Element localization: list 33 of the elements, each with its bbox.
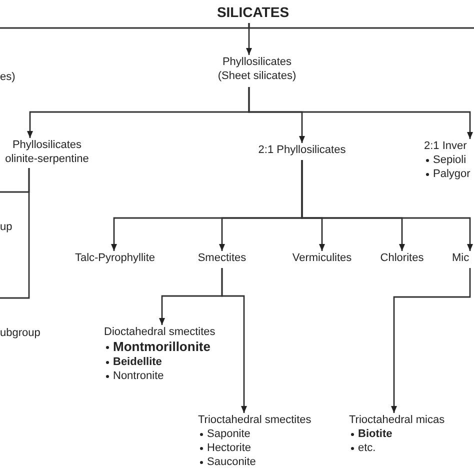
list-item: Saponite [207, 427, 250, 441]
list-item: Biotite [358, 427, 392, 441]
arrow [248, 87, 473, 139]
node-label: Phyllosilicates (Sheet silicates) [218, 56, 296, 82]
node-label: Talc-Pyrophyllite [74, 252, 156, 264]
list-item: Beidellite [113, 355, 162, 369]
list-item: etc. [358, 441, 376, 455]
node-label: es) [0, 70, 16, 84]
node-label: up [0, 220, 12, 234]
node-label: Smectites [198, 252, 246, 264]
list-item: Nontronite [113, 369, 164, 383]
node-label: Mic [452, 252, 470, 264]
list-item: Sepioli [433, 153, 466, 167]
node-label: Dioctahedral smectites [104, 326, 216, 338]
arrow [221, 268, 247, 413]
node-label: ubgroup [0, 326, 40, 340]
node-label: 2:1 Inver [424, 140, 467, 152]
arrow [301, 160, 473, 251]
node-label: 2:1 Phyllosilicates [258, 144, 346, 156]
list-item: Montmorillonite [113, 339, 210, 355]
node-label: Vermiculites [292, 252, 352, 264]
arrow [391, 268, 471, 413]
list-item: Hectorite [207, 441, 252, 455]
connector-line [248, 23, 474, 29]
node-label: SILICATES [216, 4, 290, 20]
node-label: Chlorites [380, 252, 424, 264]
node-label: Phyllosilicates [12, 139, 82, 151]
connector-line [0, 168, 30, 299]
list-item: Palygor [433, 167, 470, 181]
node-label: Trioctahedral micas [349, 414, 445, 426]
node-label: olinite-serpentine [5, 153, 89, 165]
list-item: Sauconite [207, 455, 256, 469]
node-label: Trioctahedral smectites [198, 414, 312, 426]
